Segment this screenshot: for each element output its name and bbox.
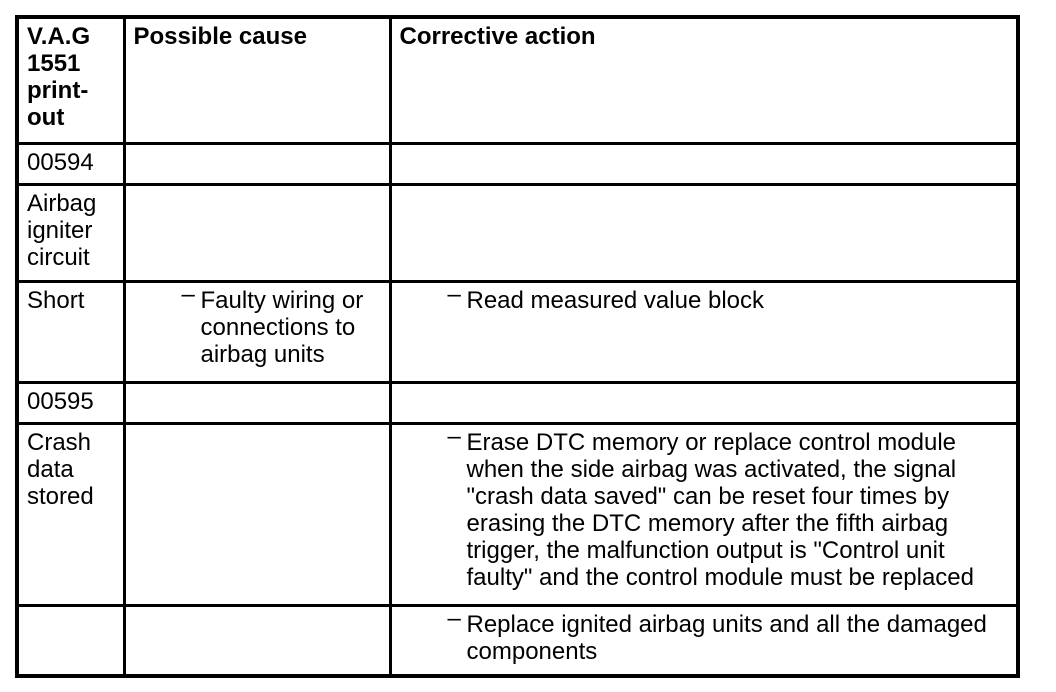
table-row: 00595 [15, 380, 1020, 425]
col-header-possible-cause: Possible cause [122, 15, 392, 145]
diagnostic-table: V.A.G 1551 print-out Possible cause Corr… [15, 15, 1020, 678]
cell-printout-label [15, 603, 126, 678]
table-row: Crash data stored – Erase DTC memory or … [15, 421, 1020, 607]
cell-possible-cause [122, 603, 392, 678]
table-row: Short – Faulty wiring or connections to … [15, 279, 1020, 384]
cell-printout-label: Airbag igniter circuit [15, 182, 126, 283]
list-item-text: Faulty wiring or connections to airbag u… [200, 286, 364, 368]
cell-printout-code: 00594 [15, 141, 126, 186]
dash-bullet: – [447, 423, 461, 450]
col-header-corrective-action: Corrective action [388, 15, 1020, 145]
cell-possible-cause [122, 141, 392, 186]
dash-bullet: – [447, 281, 461, 308]
table-row: Airbag igniter circuit [15, 182, 1020, 283]
cell-printout-label: Crash data stored [15, 421, 126, 607]
list-item: – Faulty wiring or connections to airbag… [134, 284, 377, 368]
cell-possible-cause [122, 182, 392, 283]
cell-possible-cause [122, 380, 392, 425]
table-row: 00594 [15, 141, 1020, 186]
list-item: – Replace ignited airbag units and all t… [400, 608, 1005, 665]
cell-corrective-action: – Replace ignited airbag units and all t… [388, 603, 1020, 678]
cell-printout-code: 00595 [15, 380, 126, 425]
cell-corrective-action [388, 141, 1020, 186]
cell-possible-cause [122, 421, 392, 607]
list-item: – Erase DTC memory or replace control mo… [400, 426, 1005, 591]
list-item-text: Erase DTC memory or replace control modu… [466, 428, 974, 591]
cell-printout-label: Short [15, 279, 126, 384]
cell-corrective-action [388, 380, 1020, 425]
dash-bullet: – [447, 605, 461, 632]
cell-possible-cause: – Faulty wiring or connections to airbag… [122, 279, 392, 384]
table-row: – Replace ignited airbag units and all t… [15, 603, 1020, 678]
cell-corrective-action: – Read measured value block [388, 279, 1020, 384]
header-row: V.A.G 1551 print-out Possible cause Corr… [15, 15, 1020, 145]
list-item: – Read measured value block [400, 284, 1005, 314]
dash-bullet: – [181, 281, 195, 308]
list-item-text: Read measured value block [466, 286, 765, 314]
col-header-vag-printout: V.A.G 1551 print-out [15, 15, 126, 145]
cell-corrective-action [388, 182, 1020, 283]
list-item-text: Replace ignited airbag units and all the… [466, 610, 987, 665]
cell-corrective-action: – Erase DTC memory or replace control mo… [388, 421, 1020, 607]
